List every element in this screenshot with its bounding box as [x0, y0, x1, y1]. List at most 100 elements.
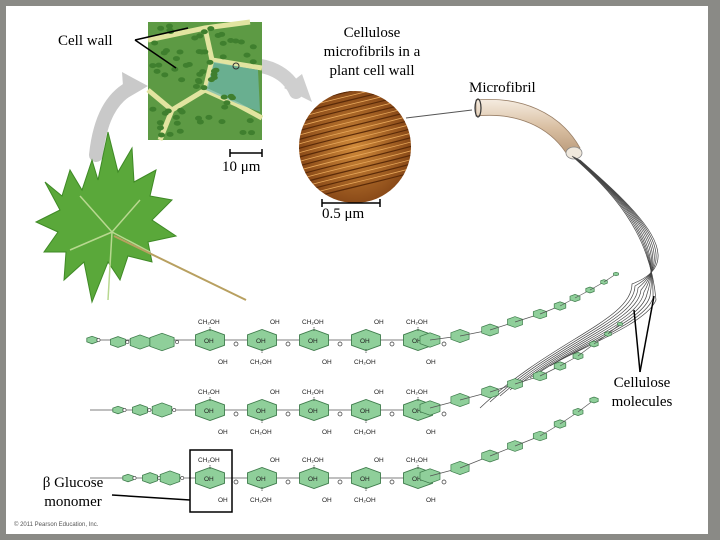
chloroplast-dot: [192, 84, 200, 90]
chloroplast-dot: [172, 56, 180, 62]
ch2oh-label: CH₂OH: [198, 457, 220, 464]
label-cellulose-molecules: Cellulose molecules: [602, 374, 682, 412]
label-microfibril: Microfibril: [469, 79, 536, 98]
ch2oh-label: CH₂OH: [250, 429, 272, 436]
cellulose-strand-line: [519, 157, 653, 385]
glucose-ring: [122, 473, 134, 483]
chloroplast-dot: [205, 114, 213, 120]
chloroplast-dot: [243, 52, 251, 58]
glucose-ring: [110, 336, 126, 348]
glycosidic-oxygen: [441, 341, 447, 347]
zoom-arrow-leaf-to-cells: [89, 72, 148, 162]
glycosidic-oxygen: [285, 411, 291, 417]
ring-oh-label: OH: [360, 408, 370, 415]
cellulose-strand-line: [509, 158, 654, 391]
glucose-ring: [299, 467, 329, 489]
label-cell-wall: Cell wall: [58, 32, 113, 51]
glycosidic-oxygen: [337, 479, 343, 485]
glucose-ring: [159, 470, 181, 486]
chloroplast-dot: [165, 23, 173, 29]
glycosidic-oxygen: [337, 341, 343, 347]
chloroplast-dot: [155, 62, 163, 68]
scale-label-10um: 10 μm: [222, 159, 260, 176]
label-beta-glucose-line1: β Glucose: [42, 475, 104, 491]
chloroplast-dot: [199, 69, 207, 75]
oh-label: OH: [426, 429, 436, 436]
glycosidic-oxygen: [172, 408, 177, 412]
chloroplast-dot: [219, 40, 227, 46]
glycosidic-oxygen: [233, 411, 239, 417]
glucose-ring-tail: [589, 396, 599, 404]
chloroplast-dot: [223, 100, 231, 106]
label-cellulose-microfibrils-line1: Cellulose: [343, 25, 401, 41]
chloroplast-dot: [153, 68, 161, 74]
oh-label: OH: [270, 457, 280, 464]
ch2oh-label: CH₂OH: [198, 389, 220, 396]
ch2oh-label: CH₂OH: [354, 359, 376, 366]
ring-oh-label: OH: [308, 408, 318, 415]
glucose-ring: [129, 334, 151, 350]
glycosidic-oxygen: [285, 341, 291, 347]
label-cellulose-molecules-line2: molecules: [611, 394, 673, 410]
ring-oh-label: OH: [256, 408, 266, 415]
chain-link: [607, 323, 621, 335]
cell-wall-pointer: [134, 27, 189, 69]
chloroplast-dot: [198, 49, 206, 55]
chloroplast-dot: [166, 131, 174, 137]
glucose-ring: [86, 335, 98, 345]
chloroplast-dot: [156, 120, 164, 126]
chloroplast-dot: [246, 118, 254, 124]
chloroplast-dot: [206, 59, 214, 65]
glucose-ring: [195, 467, 225, 489]
chloroplast-dot: [232, 38, 240, 44]
glucose-ring: [299, 329, 329, 351]
oh-label: OH: [218, 359, 228, 366]
cellulose-strands: [479, 155, 659, 409]
wood-fiber-line: [299, 109, 411, 141]
label-beta-glucose-line2: monomer: [44, 494, 102, 510]
ch2oh-label: CH₂OH: [198, 319, 220, 326]
glycosidic-oxygen: [337, 411, 343, 417]
oh-label: OH: [322, 359, 332, 366]
wood-fiber-line: [299, 123, 411, 154]
label-cell-wall-text: Cell wall: [58, 33, 113, 49]
chloroplast-dot: [176, 128, 184, 134]
chloroplast-dot: [171, 66, 179, 72]
microfibril-micrograph: [299, 91, 411, 203]
glucose-ring-tail: [613, 271, 619, 277]
chloroplast-dot: [157, 132, 165, 138]
ring-oh-label: OH: [256, 476, 266, 483]
glycosidic-oxygen: [122, 408, 127, 412]
chloroplast-dot: [249, 59, 257, 65]
chloroplast-dot: [161, 72, 169, 78]
oh-label: OH: [270, 389, 280, 396]
chloroplast-dot: [221, 104, 229, 110]
chloroplast-dot: [162, 48, 170, 54]
chloroplast-dot: [196, 119, 204, 125]
chloroplast-dot: [177, 107, 185, 113]
glycosidic-oxygen: [175, 340, 179, 344]
scale-label-10um-text: 10 μm: [222, 159, 261, 175]
cellulose-strand-line: [559, 155, 657, 361]
ring-oh-label: OH: [256, 338, 266, 345]
glycosidic-oxygen: [125, 340, 130, 344]
oh-label: OH: [426, 359, 436, 366]
ring-oh-label: OH: [412, 408, 422, 415]
oh-label: OH: [374, 319, 384, 326]
microfibril-connector: [405, 109, 473, 119]
glucose-ring: [195, 399, 225, 421]
chloroplast-dot: [161, 110, 169, 116]
glycosidic-oxygen: [285, 479, 291, 485]
ch2oh-label: CH₂OH: [406, 389, 428, 396]
ch2oh-label: CH₂OH: [354, 429, 376, 436]
microfibril-tube: [474, 98, 583, 160]
ch2oh-label: CH₂OH: [250, 497, 272, 504]
chloroplast-dot: [248, 130, 256, 136]
chloroplast-dot: [157, 25, 165, 31]
glycosidic-oxygen: [389, 479, 395, 485]
wood-fiber-line: [299, 140, 411, 172]
cellulose-strand-line: [489, 159, 657, 403]
chloroplast-dot: [227, 93, 235, 99]
chloroplast-dot: [249, 44, 257, 50]
glucose-chains: CH₂OH OH OH CH₂OH OH OH CH₂OH OH OH CH₂OH OH OH CH₂O…: [86, 271, 623, 504]
